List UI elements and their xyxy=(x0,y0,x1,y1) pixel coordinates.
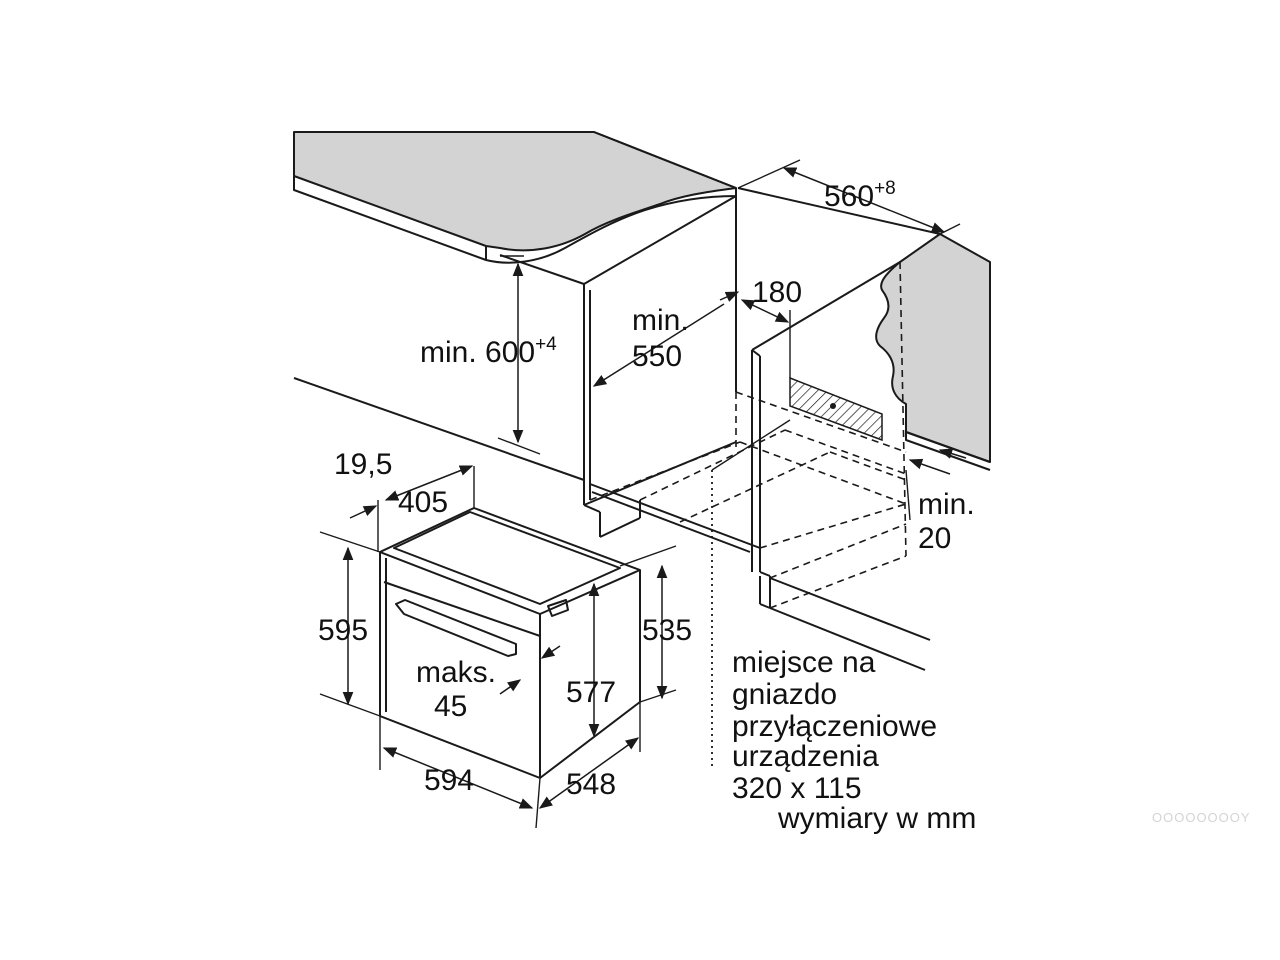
oven xyxy=(379,507,641,779)
label-door-gap-1: maks. xyxy=(416,656,496,689)
label-rear-gap-1: min. xyxy=(918,488,975,521)
cabinet-left xyxy=(293,195,761,553)
label-door-gap-2: 45 xyxy=(434,690,467,723)
label-oven-top-depth: 405 xyxy=(398,486,448,519)
countertop-right xyxy=(875,233,991,471)
units-note: wymiary w mm xyxy=(777,802,976,835)
socket-note-line: urządzenia xyxy=(732,740,879,773)
label-oven-depth: 548 xyxy=(566,768,616,801)
dimension-lines xyxy=(319,159,967,829)
label-panel-thickness: 19,5 xyxy=(334,448,392,481)
socket-note-line: przyłączeniowe xyxy=(732,710,937,743)
watermark: OOOOOOOOY xyxy=(1152,810,1251,825)
socket-area xyxy=(711,310,883,770)
countertop-left xyxy=(293,131,737,264)
label-oven-width: 594 xyxy=(424,764,474,797)
label-niche-width: 560+8 xyxy=(824,178,896,213)
label-niche-depth-1: min. xyxy=(632,304,689,337)
label-oven-side-height: 535 xyxy=(642,614,692,647)
label-oven-front-height: 595 xyxy=(318,614,368,647)
label-socket-offset: 180 xyxy=(752,276,802,309)
label-oven-body-height: 577 xyxy=(566,676,616,709)
label-niche-depth-2: 550 xyxy=(632,340,682,373)
socket-note-line: gniazdo xyxy=(732,678,837,711)
socket-note-line: 320 x 115 xyxy=(732,772,862,805)
label-rear-gap-2: 20 xyxy=(918,522,951,555)
hidden-edges xyxy=(589,261,907,609)
socket-note: miejsce na gniazdo przyłączeniowe urządz… xyxy=(732,646,937,805)
socket-note-line: miejsce na xyxy=(732,646,876,679)
label-niche-height: min. 600+4 xyxy=(420,334,557,369)
